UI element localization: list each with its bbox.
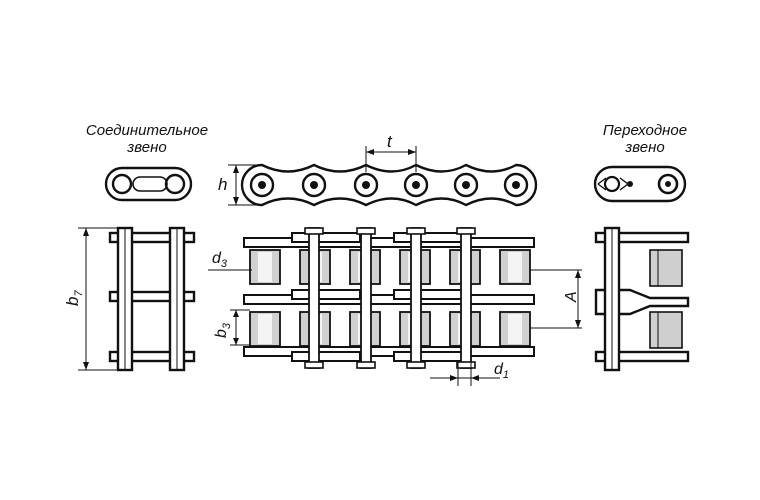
top-pin-head [406,227,426,235]
caption-transition-link: Переходное звено [575,122,715,156]
top-pin [460,227,472,369]
top-pin [308,227,320,369]
row-spacing-label: A [563,291,580,303]
caption-transition-link-line1: Переходное [602,122,688,139]
roller-highlight [508,314,522,344]
top-pin [410,227,422,369]
side-pin-center [512,181,520,189]
pin-diameter-dimension: d1 [430,360,509,386]
top-pin-head [304,361,324,369]
connecting-link-side-view [104,166,193,202]
top-plate-bar [243,237,535,248]
total-width-label: b7 [63,290,85,306]
caption-connecting-link-line2: звено [127,139,167,156]
top-outer-plate [291,232,361,243]
pin-diameter-label: d1 [494,361,509,381]
roller-diameter-dimension: d3 [208,250,252,271]
top-pin [360,227,372,369]
height-dimension: h [218,164,262,206]
row-spacing-dimension: A [530,269,582,329]
transition-link-top-view [594,226,690,372]
top-pin-head [456,361,476,369]
roller-diameter-label: d3 [212,250,228,270]
total-width-dimension: b7 [63,227,118,371]
pitch-label: t [387,132,393,151]
chain-top-plates [243,232,535,362]
top-pin-head [356,361,376,369]
top-plate-bar [243,294,535,305]
caption-transition-link-line2: звено [625,139,665,156]
roller-highlight [258,252,272,282]
roller-highlight [508,252,522,282]
top-pin-head [304,227,324,235]
top-outer-plate [393,232,463,243]
top-outer-plate [291,289,361,300]
side-pin-center [462,181,470,189]
top-outer-plate [291,351,361,362]
top-pin-head [356,227,376,235]
side-pin-center [412,181,420,189]
height-label: h [218,175,227,194]
transition-link-side-view [593,165,687,203]
caption-connecting-link-line1: Соединительное [85,122,209,139]
inner-width-label: b3 [213,322,233,338]
side-pin-center [258,181,266,189]
chain-side-pins [249,172,529,198]
top-pin-head [456,227,476,235]
chain-side-view [240,163,538,207]
side-pin-center [310,181,318,189]
pitch-dimension: t [365,132,417,172]
chain-top-pins [304,227,476,369]
top-plate-bar [243,346,535,357]
roller-highlight [258,314,272,344]
chain-top-view [243,227,535,369]
top-outer-plate [393,289,463,300]
top-pin-head [406,361,426,369]
top-outer-plate [393,351,463,362]
side-pin-center [362,181,370,189]
inner-width-dimension: b3 [213,309,250,346]
caption-connecting-link: Соединительное звено [62,122,232,156]
connecting-link-top-view [108,226,196,372]
